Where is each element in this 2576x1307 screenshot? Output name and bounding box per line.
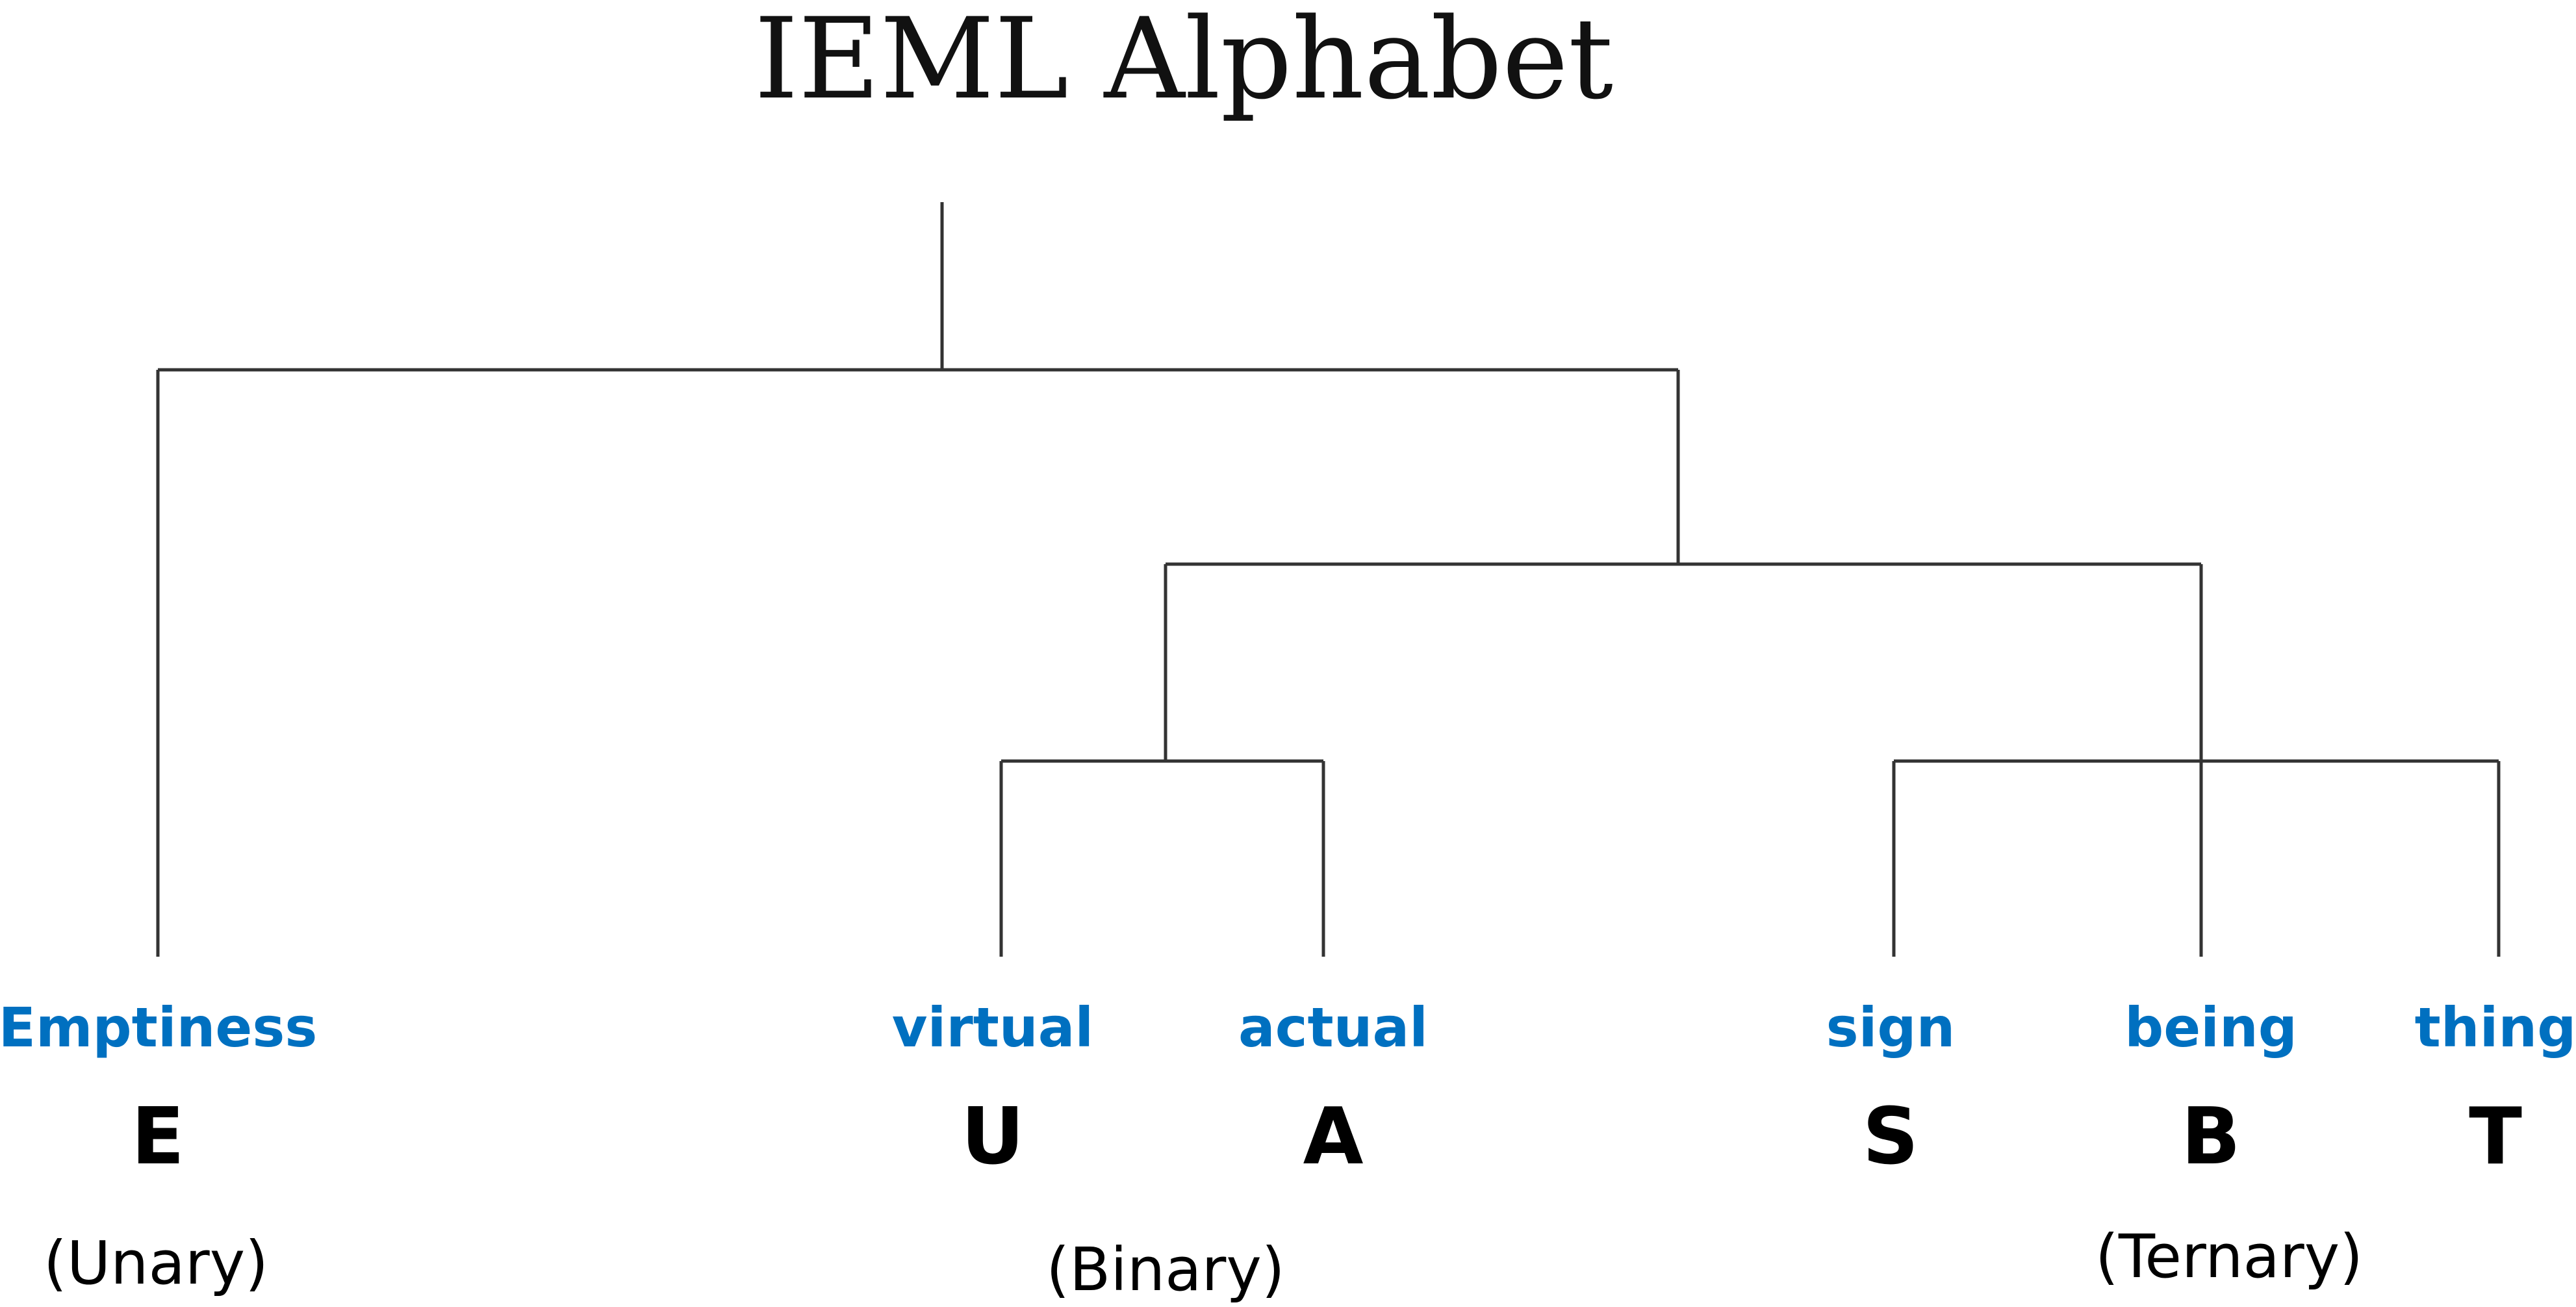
group-label-unary: (Unary): [44, 1228, 268, 1298]
group-label-ternary: (Ternary): [2095, 1222, 2363, 1291]
leaf-letter: T: [2469, 1092, 2522, 1182]
leaf-meaning: being: [2124, 996, 2297, 1059]
leaf-actual: actual A: [1238, 996, 1428, 1182]
leaf-meaning: sign: [1826, 996, 1956, 1059]
leaf-letter: A: [1303, 1092, 1364, 1182]
leaf-meaning: virtual: [892, 996, 1093, 1059]
diagram-title: IEML Alphabet: [754, 0, 1613, 124]
leaf-meaning: actual: [1238, 996, 1428, 1059]
leaf-meaning: Emptiness: [0, 996, 317, 1059]
leaf-meaning: thing: [2415, 996, 2576, 1059]
tree-edges: [156, 202, 2501, 957]
group-label-binary: (Binary): [1046, 1235, 1284, 1304]
leaf-sign: sign S: [1826, 996, 1956, 1182]
leaf-letter: S: [1863, 1092, 1919, 1182]
leaf-being: being B: [2124, 996, 2297, 1182]
leaf-virtual: virtual U: [892, 996, 1093, 1182]
leaf-thing: thing T: [2415, 996, 2576, 1182]
leaf-letter: U: [961, 1092, 1024, 1182]
leaf-letter: B: [2181, 1092, 2240, 1182]
leaf-letter: E: [131, 1092, 185, 1182]
leaf-emptiness: Emptiness E: [0, 996, 317, 1182]
